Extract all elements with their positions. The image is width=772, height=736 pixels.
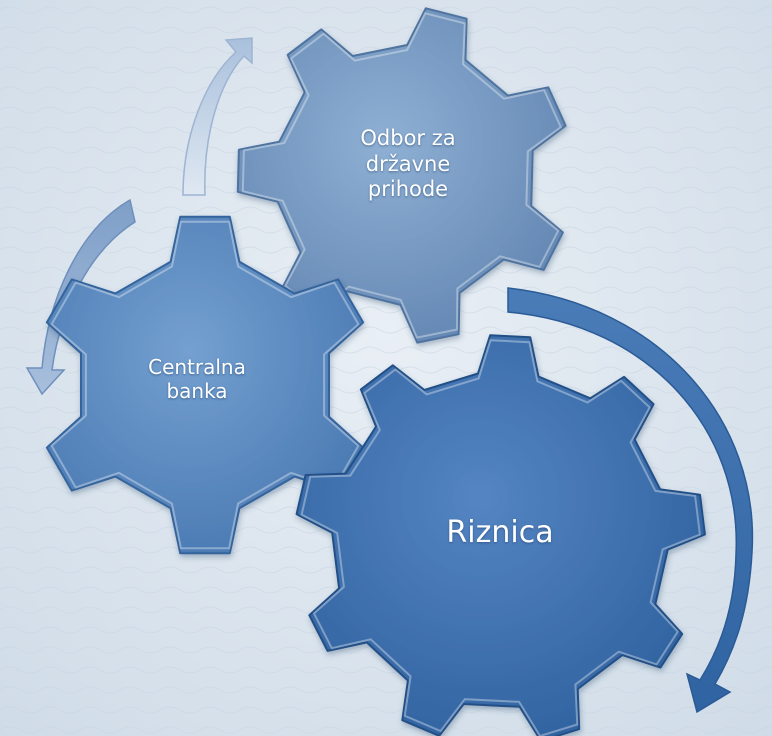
gear-bevel-highlight [300, 339, 701, 736]
arrow-right [507, 287, 754, 714]
gear-body [236, 7, 567, 344]
gear-body [45, 215, 365, 555]
gear-centralna-banka [45, 215, 365, 555]
gear-label-riznica: Riznica [446, 515, 554, 550]
gear-bevel-highlight [241, 12, 563, 339]
arrow-top [182, 37, 253, 196]
gear-odbor-za-drzavne-prihode [236, 7, 567, 344]
gear-label-odbor: Odbor za državne prihode [360, 126, 456, 202]
gear-label-centralna: Centralna banka [148, 355, 246, 404]
gear-riznica [295, 334, 706, 736]
arrow-left [25, 198, 136, 396]
gear-body [295, 334, 706, 736]
gear-bevel-highlight [50, 220, 360, 550]
